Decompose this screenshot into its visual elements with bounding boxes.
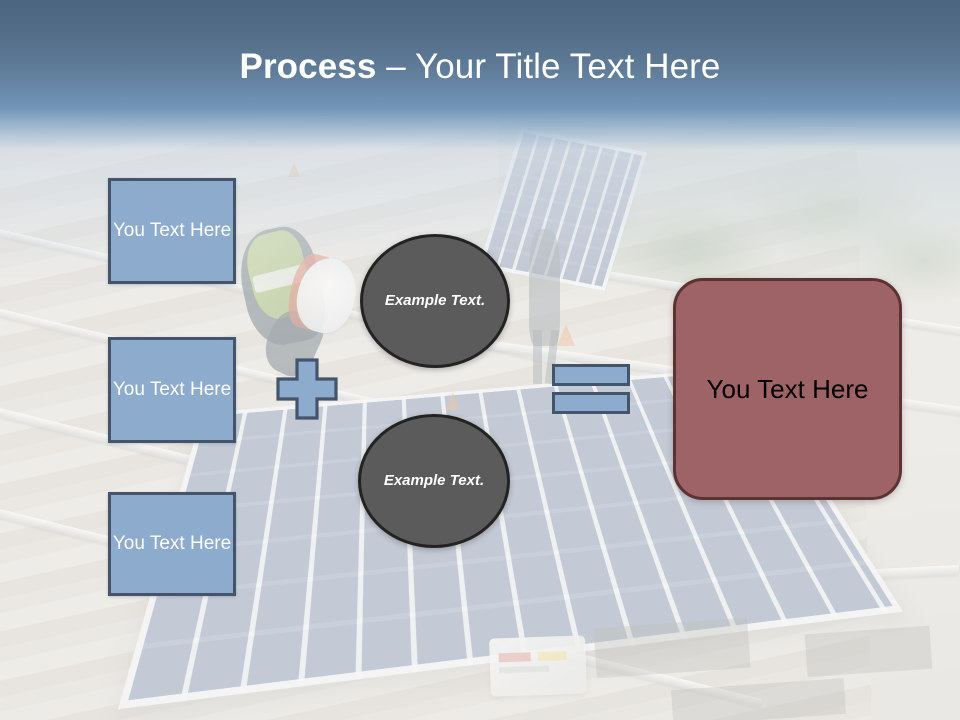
left-text-box-1-label: You Text Here: [112, 219, 232, 241]
left-text-box-3-label: You Text Here: [112, 532, 232, 554]
result-text-box-label: You Text Here: [706, 373, 869, 404]
equals-bar-bottom: [552, 392, 630, 414]
header-gradient-band: [0, 0, 960, 150]
left-text-box-2[interactable]: You Text Here: [108, 337, 236, 443]
example-circle-top[interactable]: Example Text.: [360, 234, 510, 368]
example-circle-bottom[interactable]: Example Text.: [358, 414, 510, 548]
page-title: Process – Your Title Text Here: [0, 47, 960, 87]
page-title-rest: – Your Title Text Here: [376, 47, 721, 86]
left-text-box-3[interactable]: You Text Here: [108, 492, 236, 596]
equals-bar-top: [552, 364, 630, 386]
example-circle-bottom-label: Example Text.: [383, 472, 485, 490]
plus-sign-icon: [276, 358, 338, 420]
equals-sign-icon: [552, 364, 630, 414]
example-circle-top-label: Example Text.: [384, 292, 486, 310]
left-text-box-1[interactable]: You Text Here: [108, 178, 236, 284]
left-text-box-2-label: You Text Here: [112, 378, 232, 400]
page-title-strong: Process: [239, 47, 377, 86]
result-text-box[interactable]: You Text Here: [673, 278, 902, 500]
